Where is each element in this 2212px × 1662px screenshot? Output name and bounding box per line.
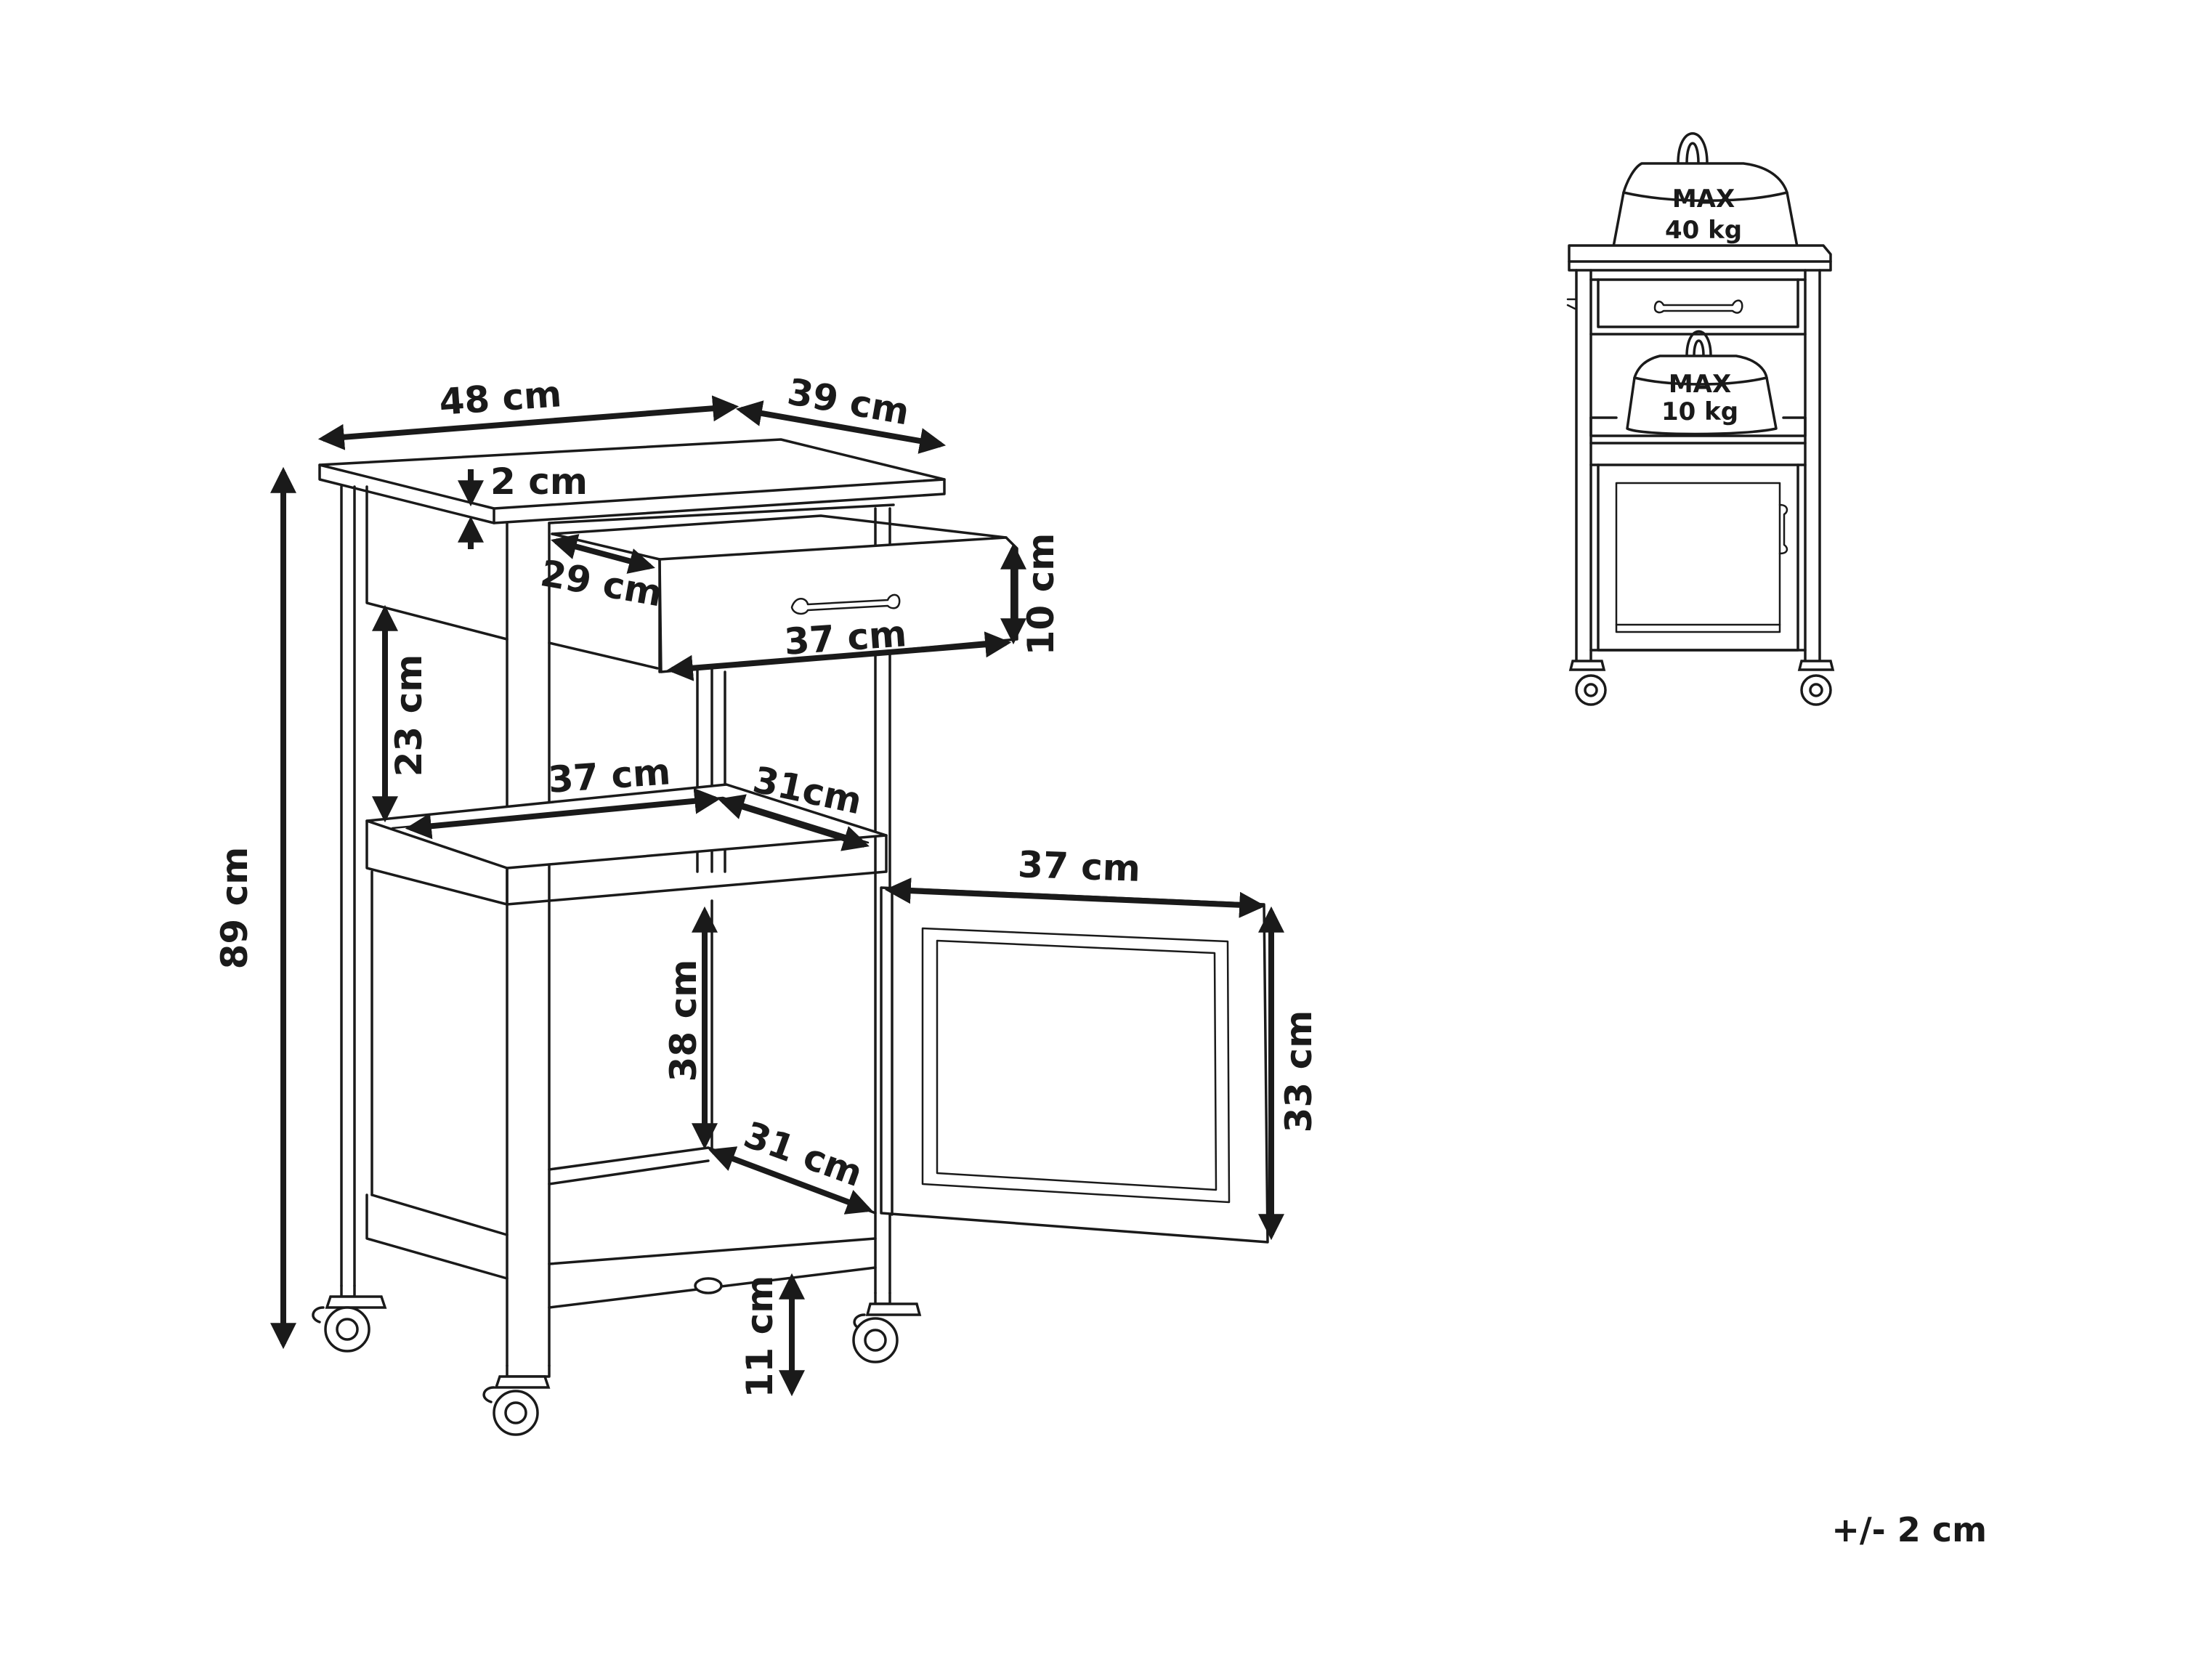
door-width-label: 37 cm	[1017, 843, 1141, 890]
top-depth-label: 39 cm	[785, 370, 912, 433]
shelf-depth-arrow	[718, 794, 870, 851]
kitchen-cart-drawing: 48 cm 39 cm 2 cm 89 cm 29 cm 37 cm 10 cm…	[214, 370, 1320, 1436]
drawer-width-arrow	[666, 631, 1012, 681]
drawer-width-label: 37 cm	[783, 612, 908, 663]
shelf-width-arrow	[405, 787, 721, 840]
door-width-arrow	[884, 877, 1266, 918]
ground-clearance-label: 11 cm	[739, 1276, 781, 1398]
shelf-max-label: MAX	[1669, 370, 1731, 399]
cabinet-height-label: 38 cm	[663, 960, 705, 1082]
top-depth-arrow	[735, 400, 947, 454]
top-surface	[318, 438, 946, 510]
shelf-height-label: 23 cm	[388, 654, 430, 777]
handle-icon	[1653, 299, 1743, 314]
wheel-icon	[482, 1364, 551, 1436]
front-left-leg	[506, 522, 551, 1367]
drawer-depth-label: 29 cm	[538, 552, 665, 615]
wheel-icon	[1568, 660, 1607, 706]
top-thickness-label: 2 cm	[490, 461, 588, 503]
cabinet-depth-arrow	[708, 1146, 873, 1215]
top-max-value: 40 kg	[1665, 216, 1742, 245]
drawer-depth-arrow	[551, 534, 655, 574]
load-capacity-drawing: MAX 40 kg MAX 10 kg	[1566, 132, 1835, 706]
top-width-label: 48 cm	[438, 373, 563, 423]
shelf-max-value: 10 kg	[1661, 397, 1738, 426]
tolerance-note: +/- 2 cm	[1831, 1510, 1987, 1549]
weight-icon: MAX 10 kg	[1626, 330, 1778, 436]
weight-icon: MAX 40 kg	[1611, 132, 1799, 259]
cabinet	[365, 870, 877, 1309]
cabinet-door	[880, 886, 1269, 1244]
wheel-icon	[694, 1277, 723, 1294]
shelf-width-label: 37 cm	[547, 750, 672, 801]
back-left-leg	[340, 485, 356, 1287]
dimension-arrows	[270, 395, 1284, 1397]
top-max-label: MAX	[1672, 185, 1735, 214]
wheel-icon	[852, 1292, 922, 1363]
top-width-arrow	[317, 395, 740, 450]
wheel-icon	[312, 1284, 387, 1353]
dimension-labels: 48 cm 39 cm 2 cm 89 cm 29 cm 37 cm 10 cm…	[214, 370, 1320, 1398]
wheel-icon	[1797, 660, 1835, 706]
side-apron	[365, 485, 509, 641]
mini-top	[1568, 244, 1832, 272]
drawer-handle-icon	[790, 593, 901, 615]
total-height-label: 89 cm	[214, 847, 256, 970]
door-height-label: 33 cm	[1278, 1010, 1320, 1133]
drawer-height-label: 10 cm	[1020, 533, 1062, 656]
